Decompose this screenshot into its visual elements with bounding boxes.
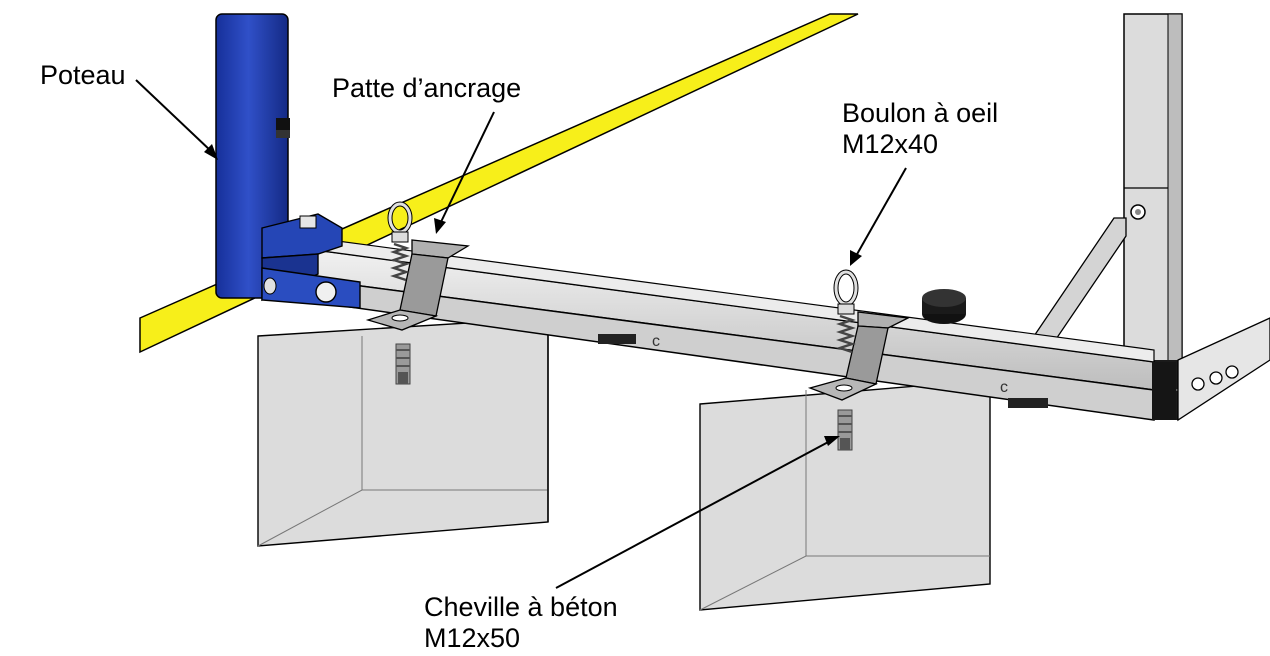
concrete-anchor-icon: [395, 343, 411, 385]
label-boulon-line-1: Boulon à oeil: [842, 98, 999, 128]
concrete-block-1: [257, 317, 549, 547]
label-cheville-line-1: Cheville à béton: [424, 592, 618, 622]
label-boulon-oeil: Boulon à oeil M12x40: [842, 98, 998, 160]
label-boulon-line-2: M12x40: [842, 129, 939, 159]
eye-bolt-icon: [387, 201, 413, 282]
label-poteau: Poteau: [40, 60, 126, 91]
label-cheville-line-2: M12x50: [424, 623, 521, 653]
diagonal-brace: [1028, 217, 1127, 349]
main-rail: c c: [299, 235, 1176, 421]
anchor-bracket-icon: [365, 239, 470, 331]
post-bracket: [261, 213, 361, 309]
label-poteau-line-1: Poteau: [40, 60, 126, 90]
svg-text:c: c: [1000, 379, 1008, 396]
concrete-block-2: [699, 379, 991, 611]
svg-text:c: c: [652, 333, 660, 350]
leader-arrows: [135, 79, 907, 589]
concrete-anchor-icon: [837, 409, 853, 451]
anchor-bracket-icon: [807, 311, 911, 401]
knob-icon: [922, 289, 966, 324]
label-patte-ancrage: Patte d’ancrage: [332, 73, 521, 104]
label-cheville-beton: Cheville à béton M12x50: [424, 592, 618, 654]
label-patte-line-1: Patte d’ancrage: [332, 73, 522, 103]
eye-bolt-icon: [833, 269, 859, 354]
side-rail: [1177, 317, 1270, 422]
